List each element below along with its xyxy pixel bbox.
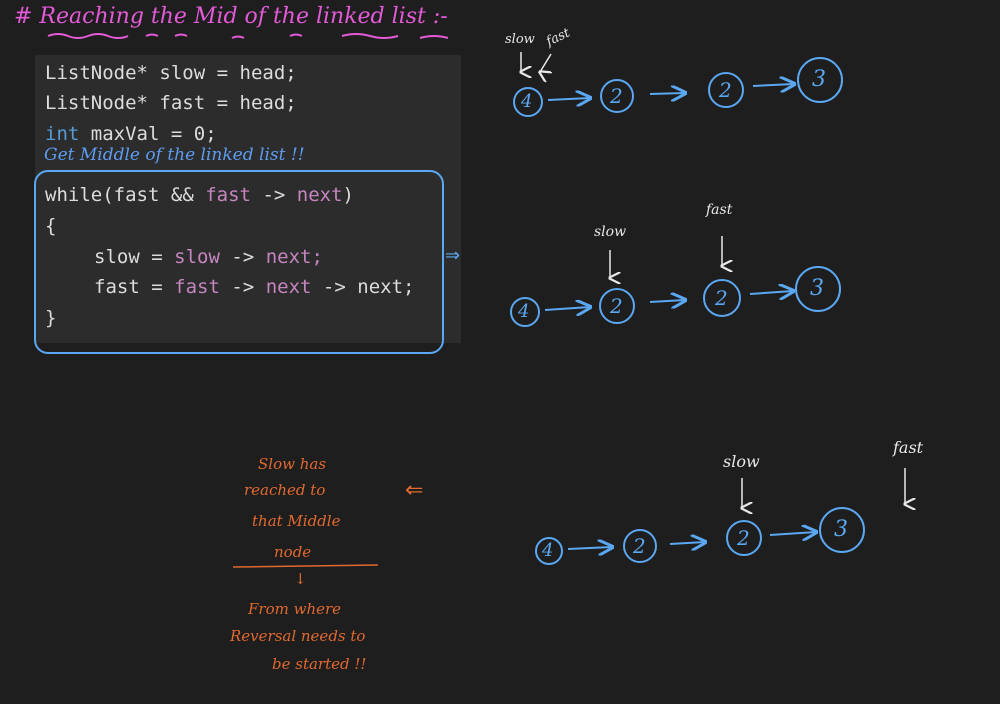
implies-arrow: ⇒ [445,245,461,266]
slow-pointer-label: slow [594,224,627,240]
note-line-7: be started !! [272,655,367,673]
node-circle [535,537,563,565]
node-circle [795,266,841,312]
code-line-while: while(fast && fast -> next) [45,184,354,206]
code-line-fast-advance: fast = fast -> next -> next; [94,276,415,298]
while-loop-highlight [34,170,444,354]
node-value: 4 [521,91,533,112]
code-line-slow-advance: slow = slow -> next; [94,246,323,268]
node-circle [726,520,762,556]
page-title: # Reaching the Mid of the linked list :- [14,4,448,29]
node-circle [623,529,657,563]
code-line-fast-decl: ListNode* fast = head; [45,92,297,114]
note-line-6: Reversal needs to [230,627,366,645]
node-value: 3 [834,517,848,542]
code-line-maxval-decl: int maxVal = 0; [45,123,217,145]
node-value: 4 [542,540,554,561]
code-line-slow-decl: ListNode* slow = head; [45,62,297,84]
node-value: 2 [633,534,646,558]
node-circle [599,288,635,324]
list-row-3 [535,468,905,565]
code-line-open-brace: { [45,215,57,237]
node-circle [708,72,744,108]
note-line-4: node [274,543,312,561]
note-line-2: reached to [244,481,326,499]
note-line-1: Slow has [258,455,327,473]
node-circle [600,79,634,113]
fast-pointer-label: fast [706,202,733,218]
note-line-5: From where [248,600,342,618]
note-pointer-arrow: ⇐ [405,478,424,503]
code-panel [35,55,461,343]
node-value: 2 [715,286,728,310]
code-comment: Get Middle of the linked list !! [44,145,305,165]
node-value: 3 [810,276,824,301]
node-circle [819,507,865,553]
node-circle [510,297,540,327]
slow-pointer-label: slow [505,32,535,47]
node-value: 2 [719,78,732,102]
node-circle [703,279,741,317]
code-line-close-brace: } [45,307,57,329]
node-value: 2 [737,526,750,550]
node-value: 2 [610,84,623,108]
node-value: 3 [812,67,826,92]
list-row-2 [510,236,841,327]
node-value: 4 [518,301,530,322]
node-value: 2 [610,294,623,318]
node-circle [513,87,543,117]
fast-pointer-label: fast [893,438,924,457]
note-line-3: that Middle [252,512,341,530]
note-divider [232,564,379,568]
list-row-1 [513,52,843,117]
note-down-arrow: ↓ [294,570,307,588]
slow-pointer-label: slow [723,452,760,471]
node-circle [797,57,843,103]
